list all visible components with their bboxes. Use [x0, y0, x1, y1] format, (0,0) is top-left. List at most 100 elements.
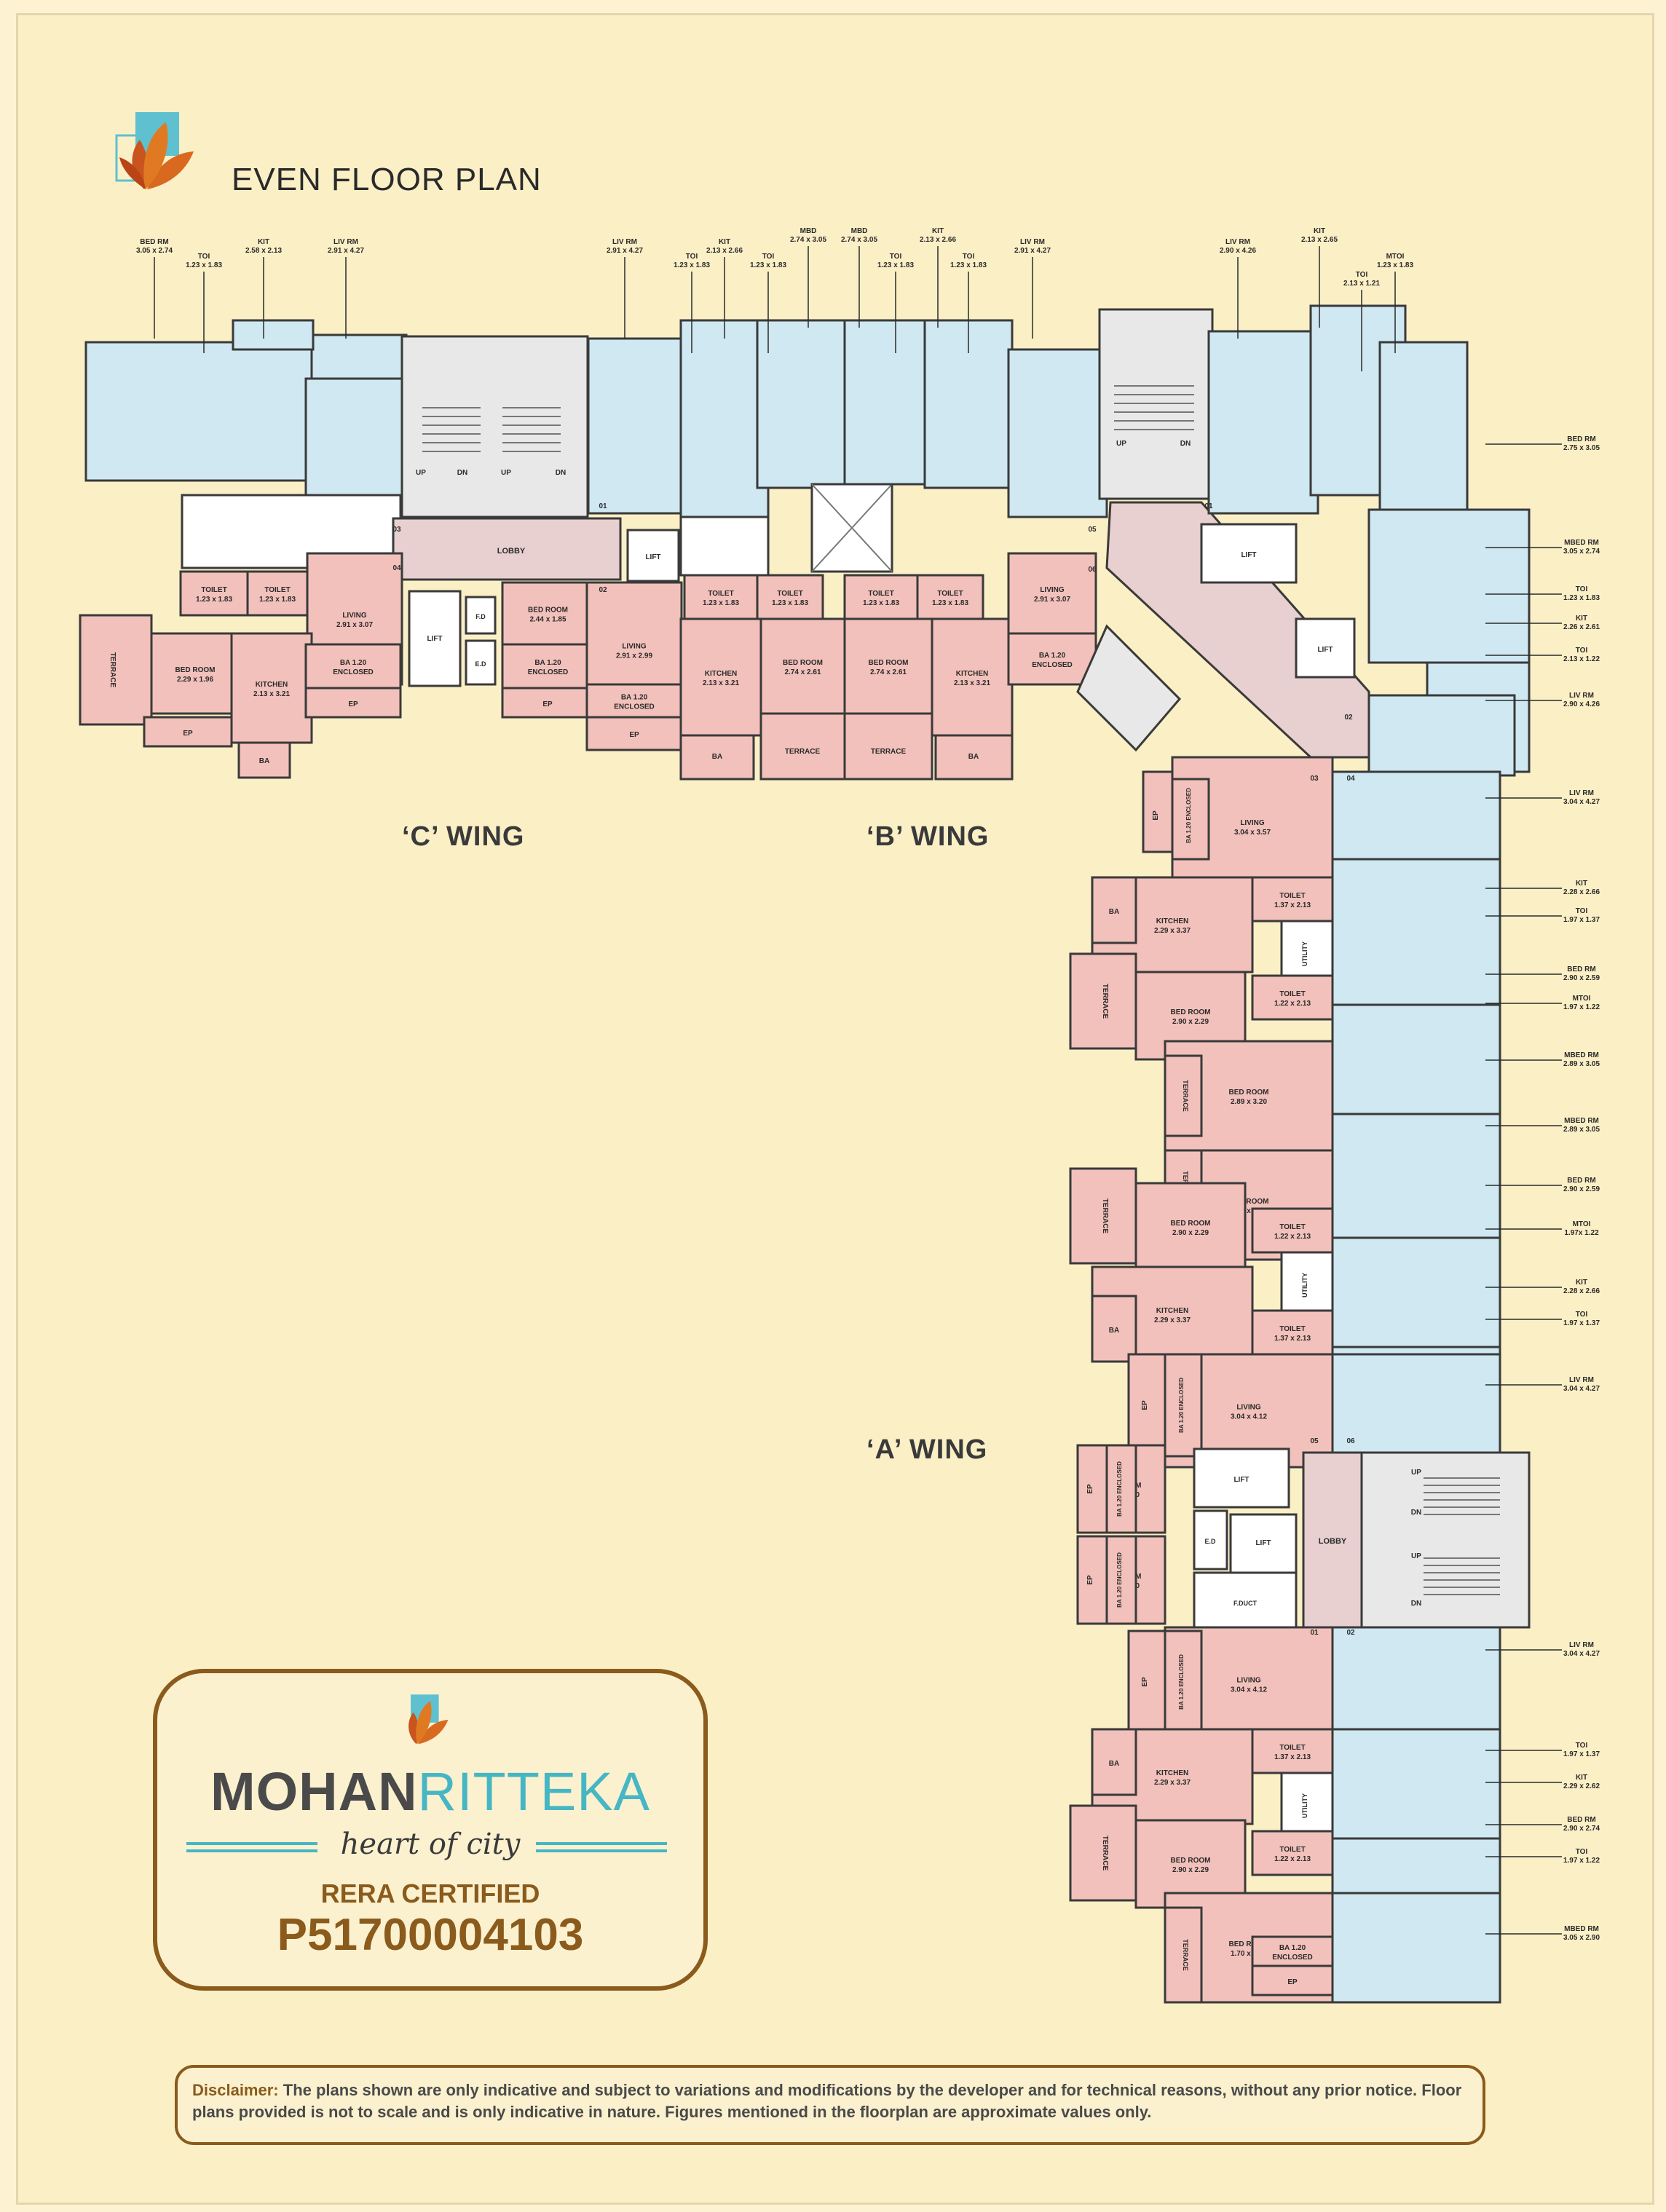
top-callout-name: KIT: [719, 238, 730, 246]
room-toilet-a3-dim: 1.22 x 2.13: [1274, 1233, 1311, 1241]
utility-a3-label: UTILITY: [1301, 1793, 1308, 1818]
room-bedroom-a3-dim: 2.89 x 3.20: [1231, 1207, 1267, 1215]
room-living-b3-label: LIVING: [1040, 586, 1065, 594]
unit-a1-liv: [1331, 770, 1501, 868]
lift-a-1: [1193, 1447, 1290, 1509]
stair-a-up-2: UP: [1411, 1552, 1421, 1560]
right-callout-name: TOI: [1576, 907, 1588, 915]
stair-a: [1360, 1451, 1531, 1629]
terrace-a1: [1069, 952, 1137, 1050]
stair-a-dn-1: DN: [1411, 1509, 1421, 1517]
top-callout-name: MTOI: [1386, 253, 1405, 261]
ba-a3: [1091, 1295, 1137, 1363]
room-toilet-a6-label: TOILET: [1279, 1846, 1305, 1854]
unit-number: 02: [599, 586, 607, 594]
right-callout-name: BED RM: [1567, 965, 1595, 973]
unit-number: 03: [1310, 775, 1319, 783]
right-callout-dim: 2.29 x 2.62: [1563, 1782, 1600, 1790]
room-kitchen-b2-dim: 2.13 x 3.21: [954, 679, 990, 687]
room-living-a1-dim: 3.04 x 3.57: [1234, 829, 1271, 837]
room-bedroom-a7-label: BED ROOM: [1171, 1857, 1211, 1865]
room-kitchen-c1-label: KITCHEN: [256, 681, 288, 689]
top-callout-name: LIV RM: [1020, 238, 1045, 246]
unit-b4-liv: [1207, 330, 1319, 515]
ed-a-label: E.D: [1204, 1538, 1216, 1545]
lift-c-2-label: LIFT: [427, 635, 442, 643]
room-kitchen-a1-dim: 2.29 x 3.37: [1154, 927, 1191, 935]
unit-c2-liv: [587, 337, 684, 515]
room-bedroom-b1: [759, 617, 846, 715]
right-callout-name: KIT: [1576, 880, 1587, 888]
lift-c-1: [626, 529, 680, 582]
room-toilet-c2-dim: 1.23 x 1.83: [259, 596, 296, 604]
right-callout-name: MBED RM: [1564, 1925, 1599, 1933]
room-living-c1-dim: 2.91 x 3.07: [336, 621, 373, 629]
room-toilet-b4-label: TOILET: [937, 590, 963, 598]
ed-c-label: E.D: [475, 660, 486, 668]
room-toilet-b1-label: TOILET: [708, 590, 733, 598]
disclaimer-label: Disclaimer:: [192, 2081, 279, 2099]
top-callout-name: LIV RM: [612, 238, 637, 246]
stair-c-dn-1: DN: [457, 469, 467, 477]
page-title: EVEN FLOOR PLAN: [232, 162, 542, 197]
utility-a2-label: UTILITY: [1301, 1273, 1308, 1297]
ep-c4: [585, 716, 683, 751]
room-toilet-a5-label: TOILET: [1279, 1744, 1305, 1752]
right-callout-dim: 2.90 x 2.59: [1563, 974, 1600, 982]
room-bedroom-c1: [150, 632, 240, 715]
ba-b3-dim: ENCLOSED: [1032, 661, 1073, 669]
right-callout-name: TOI: [1576, 1742, 1588, 1750]
right-callout-name: KIT: [1576, 1774, 1587, 1782]
brand-name-part2: RITTEKA: [417, 1761, 650, 1822]
top-callout-dim: 2.91 x 4.27: [1014, 247, 1051, 255]
room-toilet-a4-label: TOILET: [1279, 1325, 1305, 1333]
unit-number: 06: [1346, 1437, 1355, 1445]
top-callout-dim: 3.05 x 2.74: [136, 247, 173, 255]
ba-c1-small: [237, 741, 291, 779]
terrace-a6: [1164, 1906, 1203, 2004]
room-kitchen-a1-label: KITCHEN: [1156, 917, 1188, 925]
top-callout-name: TOI: [963, 253, 975, 261]
room-living-a1-label: LIVING: [1240, 819, 1265, 827]
top-callout-dim: 1.23 x 1.83: [950, 261, 987, 269]
unit-c1-top: [84, 341, 313, 482]
disclaimer-text: The plans shown are only indicative and …: [192, 2081, 1462, 2121]
room-toilet-b3-dim: 1.23 x 1.83: [863, 599, 899, 607]
room-living-a3-dim: 3.04 x 4.12: [1231, 1686, 1267, 1694]
terrace-b1-label: TERRACE: [785, 748, 821, 756]
ba-c2-dim: ENCLOSED: [528, 668, 569, 676]
ba-a9-dim: ENCLOSED: [1272, 1954, 1313, 1962]
room-toilet-b1-dim: 1.23 x 1.83: [703, 599, 739, 607]
duct-b-cross: [811, 483, 893, 572]
right-callout-name: LIV RM: [1569, 1376, 1594, 1384]
lift-b-2-label: LIFT: [1317, 646, 1333, 654]
top-callout-dim: 1.23 x 1.83: [674, 261, 710, 269]
room-toilet-b4-dim: 1.23 x 1.83: [932, 599, 968, 607]
ba-b1: [679, 734, 755, 781]
right-callout-dim: 2.89 x 3.05: [1563, 1060, 1600, 1068]
ba-a3-label: BA: [1109, 1327, 1119, 1335]
ba-a7-label: BA 1.20 ENCLOSED: [1178, 1654, 1185, 1710]
room-toilet-a1-dim: 1.37 x 2.13: [1274, 901, 1311, 909]
room-kitchen-b2: [931, 617, 1014, 737]
unit-number: 06: [1088, 566, 1097, 574]
right-callout-name: LIV RM: [1569, 1641, 1594, 1649]
right-callout-name: TOI: [1576, 1848, 1588, 1856]
top-callout-dim: 2.74 x 3.05: [841, 236, 877, 244]
room-bedroom-a4-label: BED ROOM: [1171, 1220, 1211, 1228]
right-callout-name: MBED RM: [1564, 539, 1599, 547]
room-bedroom-a7-dim: 2.90 x 2.29: [1172, 1866, 1209, 1874]
room-kitchen-a3-dim: 2.29 x 3.37: [1154, 1779, 1191, 1787]
room-bedroom-b1-label: BED ROOM: [783, 659, 823, 667]
room-bedroom-a8-dim: 1.70 x 3.20: [1231, 1950, 1267, 1958]
room-toilet-a4: [1251, 1309, 1334, 1356]
tagline-rule-left: [186, 1842, 317, 1845]
ep-c3-label: EP: [542, 700, 553, 708]
ba-a5: [1105, 1444, 1137, 1534]
ba-a5-label: BA 1.20 ENCLOSED: [1116, 1461, 1123, 1517]
ep-c2: [304, 687, 402, 719]
ep-a1: [1142, 770, 1174, 853]
room-kitchen-b1-label: KITCHEN: [705, 670, 737, 678]
right-callout-name: MBED RM: [1564, 1117, 1599, 1125]
brand-leaf-icon: [408, 1694, 449, 1745]
